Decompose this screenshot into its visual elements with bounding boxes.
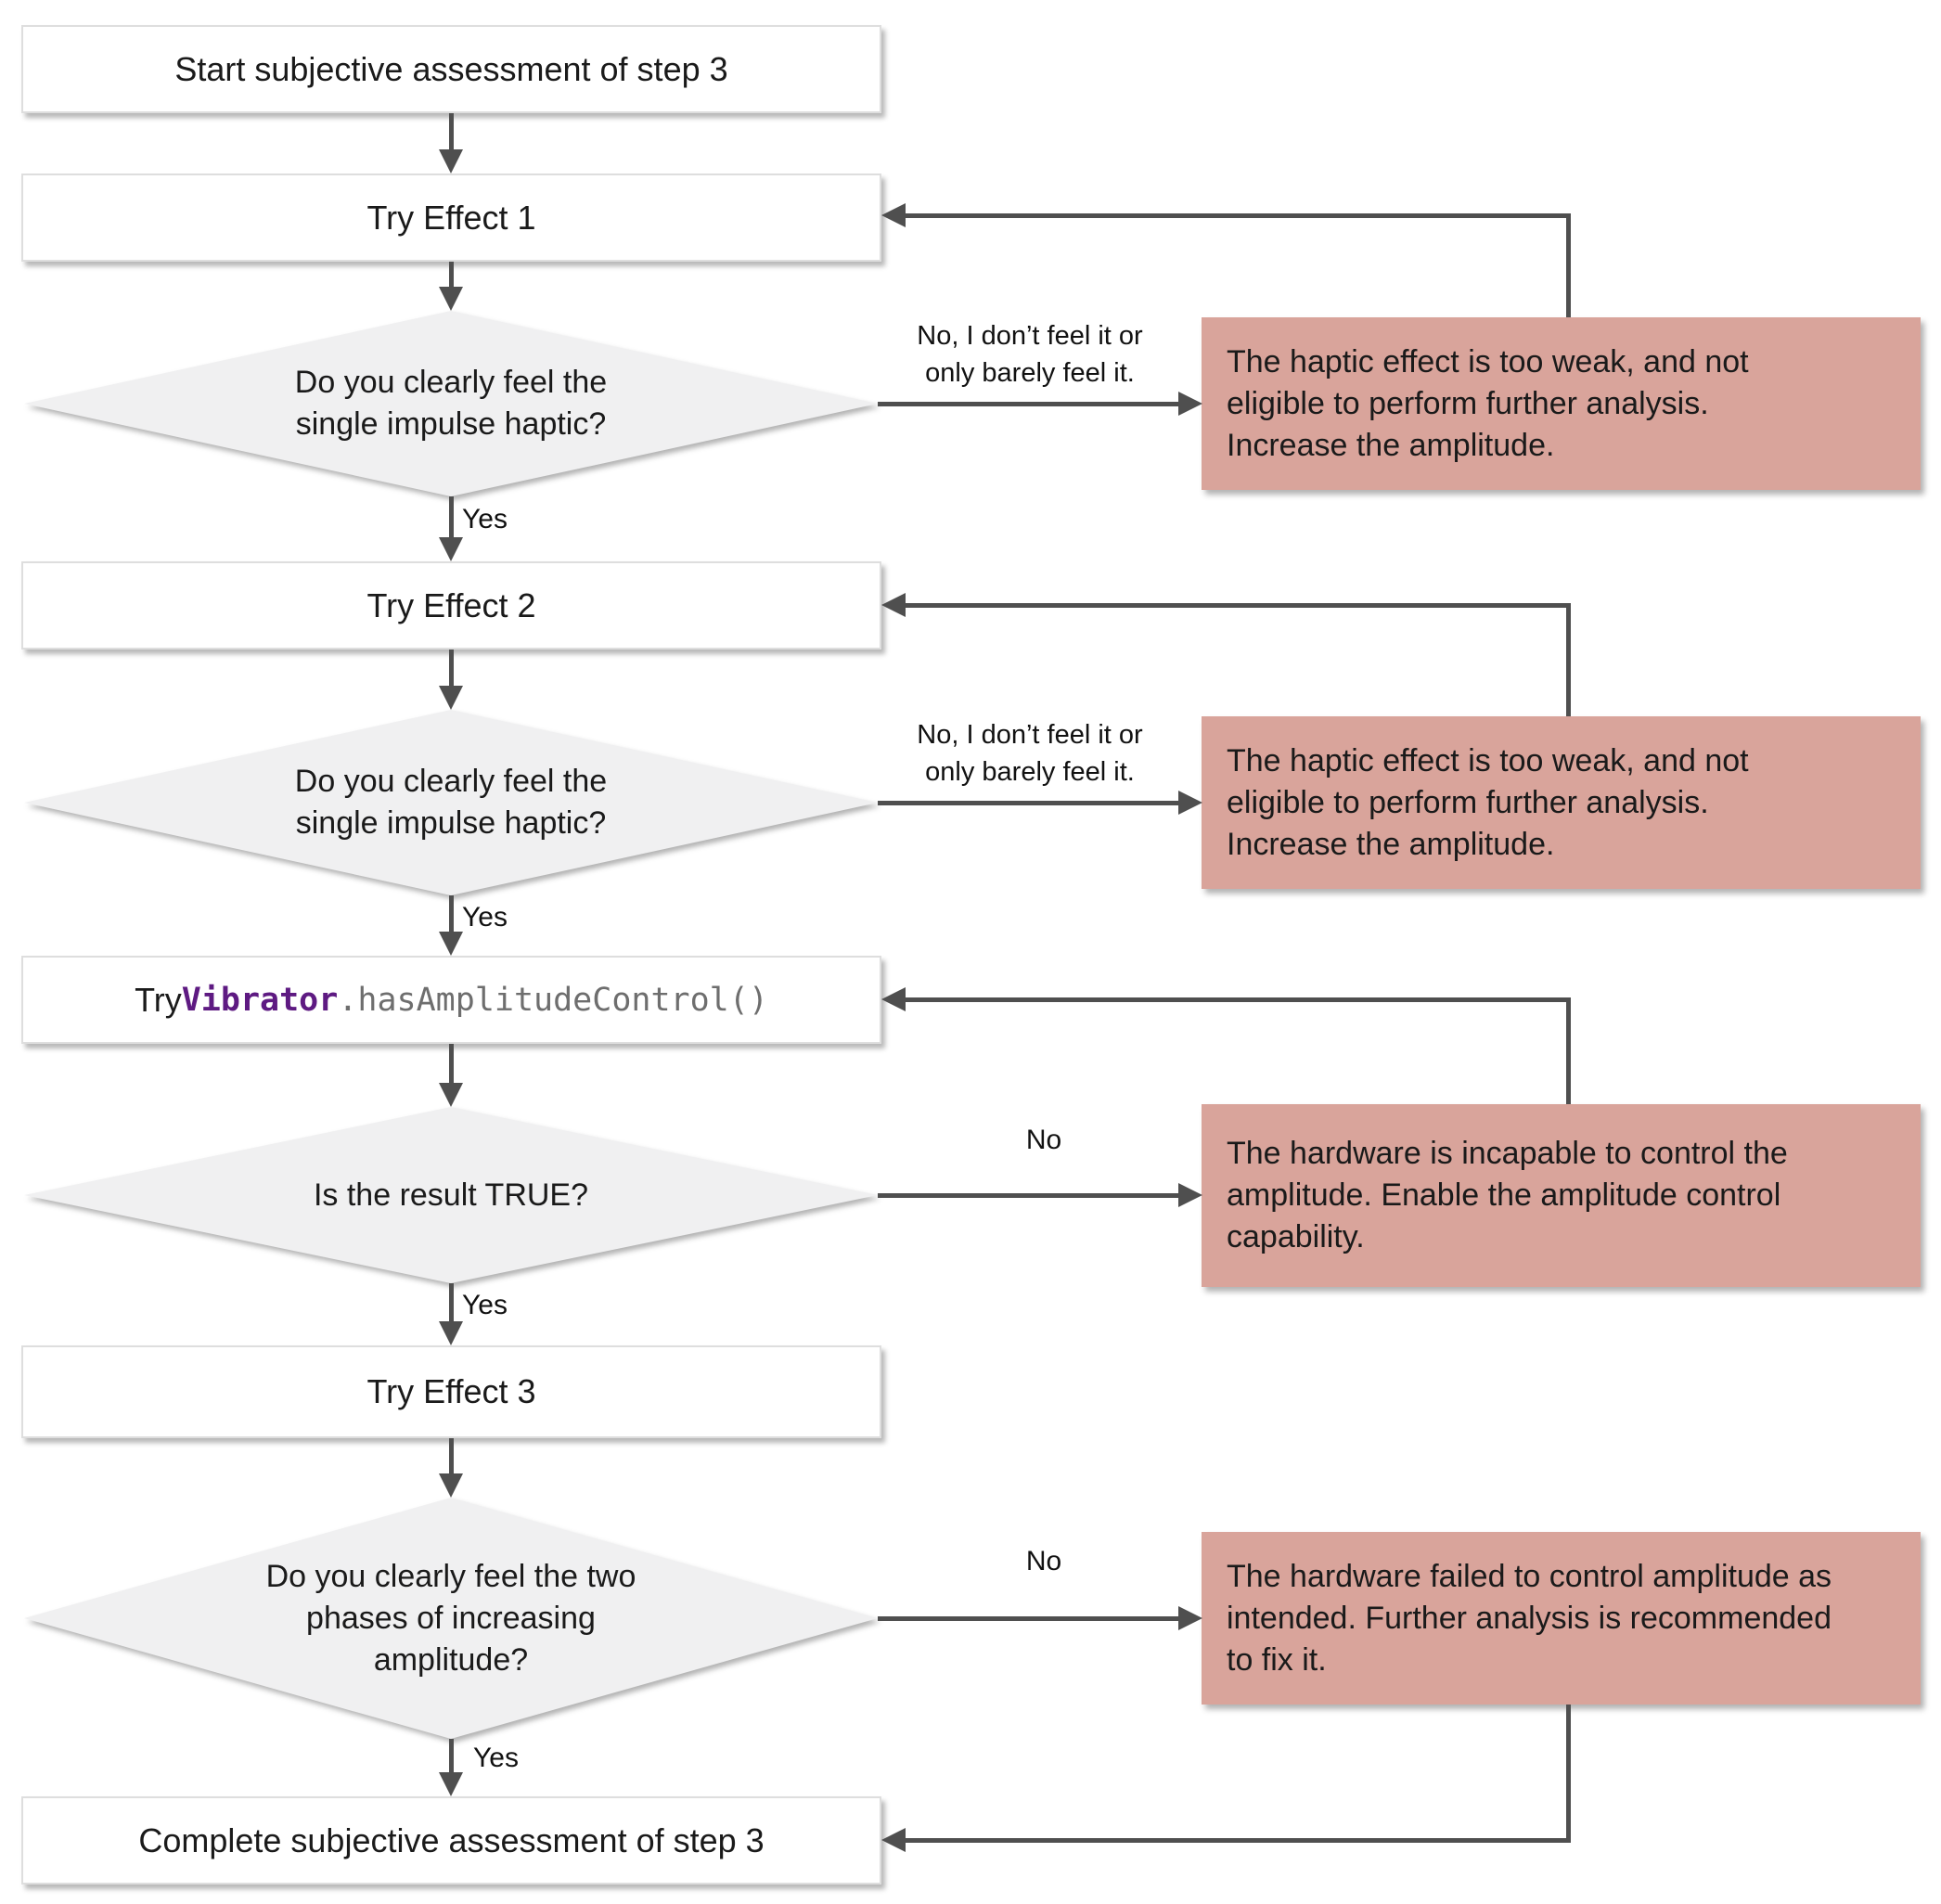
decision-single-impulse-2-node: Do you clearly feel the single impulse h… xyxy=(24,710,878,895)
edge-decision4-no-arrowhead xyxy=(1178,1606,1202,1630)
edge-weak1-to-effect1-vline xyxy=(1566,213,1571,317)
edge-weak1-to-effect1-arrowhead xyxy=(881,203,906,227)
edge-decision3-yes-arrowhead xyxy=(439,1321,463,1345)
warning-too-weak-1-label: The haptic effect is too weak, and not e… xyxy=(1227,343,1749,463)
complete-node: Complete subjective assessment of step 3 xyxy=(21,1796,881,1885)
try-effect-1-label: Try Effect 1 xyxy=(366,198,536,237)
edge-failed-to-complete-hline xyxy=(904,1838,1570,1843)
decision-two-phases-node: Do you clearly feel the two phases of in… xyxy=(24,1498,878,1739)
edge-decision2-no-line xyxy=(878,801,1180,805)
edge-decision4-yes-line xyxy=(449,1739,454,1774)
decision-single-impulse-2-label: Do you clearly feel the single impulse h… xyxy=(294,764,608,841)
start-node: Start subjective assessment of step 3 xyxy=(21,25,881,113)
warning-failed-label: The hardware failed to control amplitude… xyxy=(1227,1558,1832,1678)
decision-single-impulse-2-shape: Do you clearly feel the single impulse h… xyxy=(24,710,878,895)
edge-decision4-no-line xyxy=(878,1616,1180,1621)
edge-decision3-no-arrowhead xyxy=(1178,1183,1202,1207)
try-effect-2-node: Try Effect 2 xyxy=(21,561,881,650)
edge-decision4-yes-arrowhead xyxy=(439,1772,463,1796)
edge-incapable-to-vibrator-arrowhead xyxy=(881,987,906,1011)
edge-effect1-to-decision1-arrowhead xyxy=(439,287,463,311)
decision-single-impulse-1-shape: Do you clearly feel the single impulse h… xyxy=(24,311,878,496)
decision-two-phases-shape: Do you clearly feel the two phases of in… xyxy=(24,1498,878,1739)
edge-incapable-to-vibrator-vline xyxy=(1566,997,1571,1104)
label-no-3: No xyxy=(1025,1125,1062,1155)
edge-vibrator-to-decision3-line xyxy=(449,1044,454,1085)
decision-result-true-shape: Is the result TRUE? xyxy=(24,1107,878,1283)
edge-decision2-yes-arrowhead xyxy=(439,932,463,956)
warning-failed-node: The hardware failed to control amplitude… xyxy=(1202,1532,1921,1705)
warning-too-weak-1-node: The haptic effect is too weak, and not e… xyxy=(1202,317,1921,490)
edge-weak1-to-effect1-hline xyxy=(904,213,1570,218)
try-effect-3-node: Try Effect 3 xyxy=(21,1345,881,1438)
edge-effect2-to-decision2-arrowhead xyxy=(439,686,463,710)
edge-weak2-to-effect2-hline xyxy=(904,603,1570,608)
edge-failed-to-complete-vline xyxy=(1566,1705,1571,1843)
complete-node-label: Complete subjective assessment of step 3 xyxy=(138,1820,765,1859)
edge-decision3-yes-line xyxy=(449,1283,454,1323)
warning-too-weak-2-label: The haptic effect is too weak, and not e… xyxy=(1227,742,1749,862)
edge-decision2-yes-line xyxy=(449,895,454,933)
start-node-label: Start subjective assessment of step 3 xyxy=(174,49,728,88)
code-prefix: Try xyxy=(135,980,182,1019)
label-yes-4: Yes xyxy=(473,1743,519,1773)
code-class-name: Vibrator xyxy=(181,981,339,1019)
edge-decision3-no-line xyxy=(878,1193,1180,1198)
edge-decision1-no-line xyxy=(878,402,1180,406)
label-yes-1: Yes xyxy=(462,504,508,534)
warning-too-weak-2-node: The haptic effect is too weak, and not e… xyxy=(1202,716,1921,889)
decision-two-phases-label: Do you clearly feel the two phases of in… xyxy=(265,1558,636,1678)
edge-start-to-effect1-arrowhead xyxy=(439,149,463,174)
edge-incapable-to-vibrator-hline xyxy=(904,997,1570,1002)
label-no-4: No xyxy=(1025,1546,1062,1576)
decision-single-impulse-1-label: Do you clearly feel the single impulse h… xyxy=(294,365,608,442)
decision-result-true-label: Is the result TRUE? xyxy=(313,1177,589,1213)
edge-effect3-to-decision4-arrowhead xyxy=(439,1473,463,1498)
edge-decision1-yes-arrowhead xyxy=(439,537,463,561)
try-amplitude-control-node: Try Vibrator .hasAmplitudeControl() xyxy=(21,956,881,1044)
edge-effect1-to-decision1-line xyxy=(449,262,454,289)
label-yes-2: Yes xyxy=(462,902,508,933)
edge-start-to-effect1-line xyxy=(449,113,454,151)
decision-single-impulse-1-node: Do you clearly feel the single impulse h… xyxy=(24,311,878,496)
edge-decision1-yes-line xyxy=(449,496,454,539)
edge-effect2-to-decision2-line xyxy=(449,650,454,688)
edge-vibrator-to-decision3-arrowhead xyxy=(439,1083,463,1107)
try-effect-1-node: Try Effect 1 xyxy=(21,174,881,262)
edge-decision1-no-arrowhead xyxy=(1178,392,1202,416)
label-no-feel-1: No, I don’t feel it or only barely feel … xyxy=(917,321,1143,388)
decision-result-true-node: Is the result TRUE? xyxy=(24,1107,878,1283)
warning-incapable-node: The hardware is incapable to control the… xyxy=(1202,1104,1921,1287)
warning-incapable-label: The hardware is incapable to control the… xyxy=(1227,1136,1788,1254)
edge-weak2-to-effect2-arrowhead xyxy=(881,593,906,617)
edge-failed-to-complete-arrowhead xyxy=(881,1828,906,1852)
try-effect-2-label: Try Effect 2 xyxy=(366,585,536,624)
code-method-name: .hasAmplitudeControl() xyxy=(338,981,768,1019)
edge-weak2-to-effect2-vline xyxy=(1566,603,1571,716)
label-no-feel-2: No, I don’t feel it or only barely feel … xyxy=(917,720,1143,787)
try-effect-3-label: Try Effect 3 xyxy=(366,1372,536,1410)
edge-decision2-no-arrowhead xyxy=(1178,791,1202,815)
edge-effect3-to-decision4-line xyxy=(449,1438,454,1475)
label-yes-3: Yes xyxy=(462,1290,508,1320)
